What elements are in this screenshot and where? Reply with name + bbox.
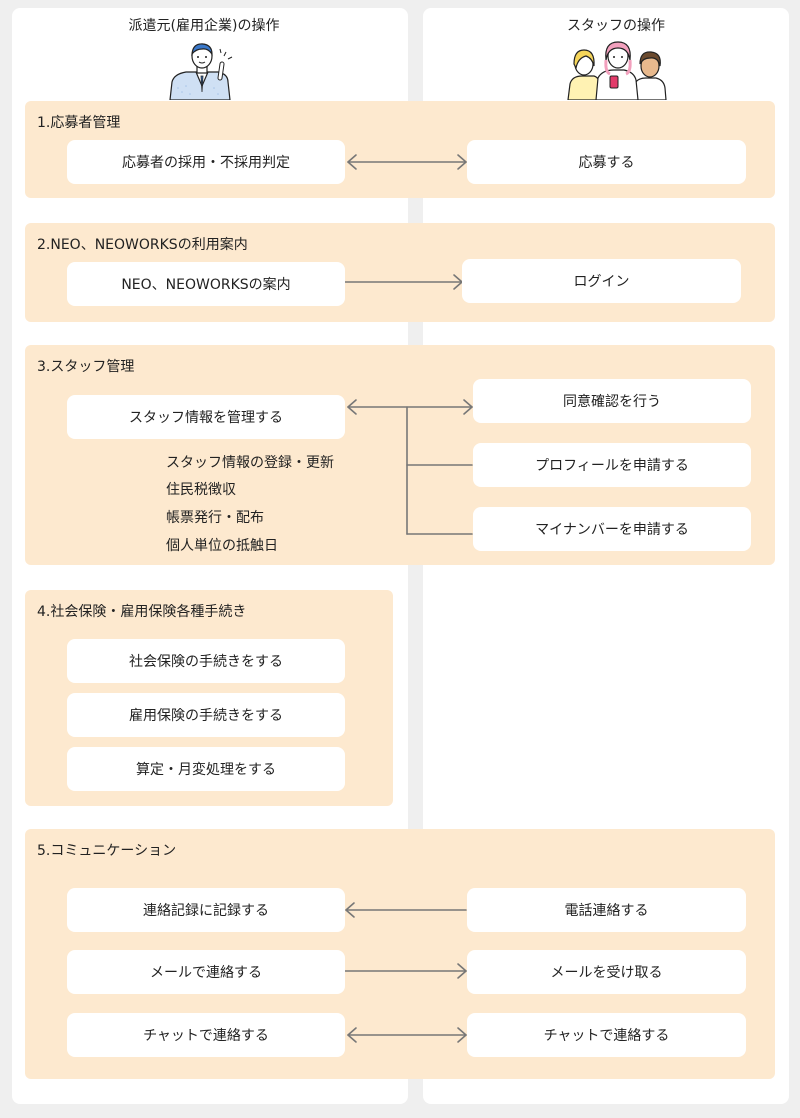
staff-subitem-tax: 住民税徴収: [166, 482, 236, 498]
chat-contact-staff-box[interactable]: チャットで連絡する: [467, 1013, 746, 1057]
apply-mynumber-box[interactable]: マイナンバーを申請する: [473, 507, 751, 551]
record-contact-box[interactable]: 連絡記録に記録する: [67, 888, 345, 932]
social-insurance-box[interactable]: 社会保険の手続きをする: [67, 639, 345, 683]
apply-box[interactable]: 応募する: [467, 140, 746, 184]
apply-profile-box[interactable]: プロフィールを申請する: [473, 443, 751, 487]
manage-staff-info-box[interactable]: スタッフ情報を管理する: [67, 395, 345, 439]
staff-column-title: スタッフの操作: [567, 18, 665, 34]
three-staff-people-icon: [567, 41, 667, 100]
login-box[interactable]: ログイン: [462, 259, 741, 303]
phone-contact-box[interactable]: 電話連絡する: [467, 888, 746, 932]
receive-email-box[interactable]: メールを受け取る: [467, 950, 746, 994]
chat-contact-operator-box[interactable]: チャットで連絡する: [67, 1013, 345, 1057]
section-title: 3.スタッフ管理: [37, 359, 135, 375]
calculation-box[interactable]: 算定・月変処理をする: [67, 747, 345, 791]
staff-subitem-conflict-date: 個人単位の抵触日: [166, 538, 278, 554]
businessman-pointing-icon: [169, 43, 233, 100]
section-title: 2.NEO、NEOWORKSの利用案内: [37, 237, 248, 253]
staff-subitem-register: スタッフ情報の登録・更新: [166, 455, 334, 471]
email-contact-box[interactable]: メールで連絡する: [67, 950, 345, 994]
neo-guide-box[interactable]: NEO、NEOWORKSの案内: [67, 262, 345, 306]
section-title: 1.応募者管理: [37, 115, 121, 131]
section-title: 5.コミュニケーション: [37, 843, 177, 859]
section-title: 4.社会保険・雇用保険各種手続き: [37, 604, 247, 620]
judge-applicant-box[interactable]: 応募者の採用・不採用判定: [67, 140, 345, 184]
consent-confirm-box[interactable]: 同意確認を行う: [473, 379, 751, 423]
staff-subitem-forms: 帳票発行・配布: [166, 510, 264, 526]
employment-insurance-box[interactable]: 雇用保険の手続きをする: [67, 693, 345, 737]
operator-column-title: 派遣元(雇用企業)の操作: [128, 18, 280, 34]
